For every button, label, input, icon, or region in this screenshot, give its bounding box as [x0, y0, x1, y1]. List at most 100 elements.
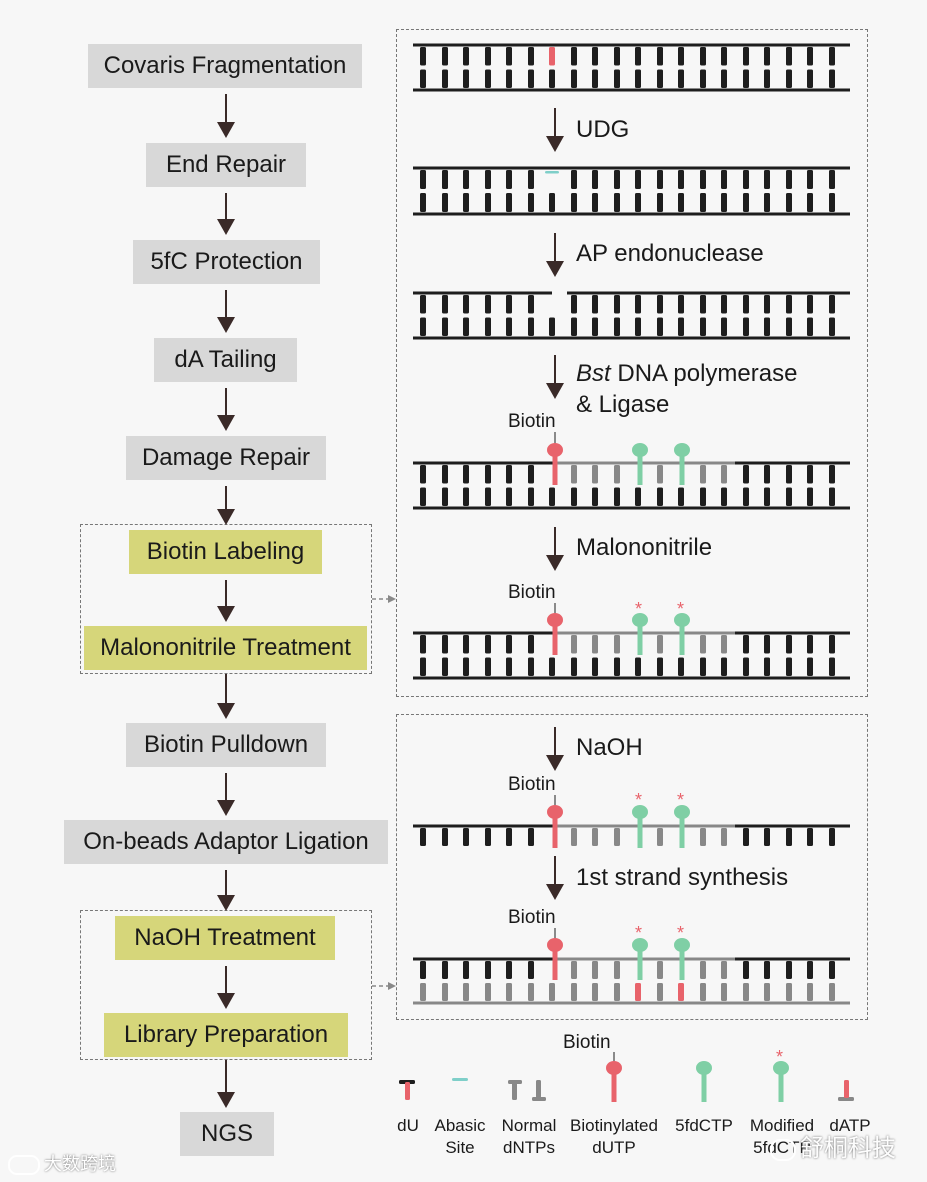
normal-base — [700, 828, 706, 846]
normal-base — [635, 657, 641, 676]
normal-base — [743, 170, 749, 189]
normal-base — [592, 317, 598, 336]
normal-base — [786, 295, 792, 314]
normal-base — [528, 69, 534, 88]
reaction-arrow — [545, 108, 565, 152]
modification-star: * — [635, 923, 642, 943]
normal-base — [700, 657, 706, 676]
normal-base — [571, 317, 577, 336]
legend-biotin-label: Biotin — [563, 1032, 611, 1053]
normal-base — [420, 47, 426, 66]
normal-base — [571, 983, 577, 1001]
normal-base — [786, 983, 792, 1001]
normal-base — [764, 47, 770, 66]
normal-base — [614, 465, 620, 484]
legend-datp-bar — [838, 1097, 854, 1101]
modification-star: * — [635, 790, 642, 810]
normal-base — [528, 983, 534, 1001]
legend-normal-bar — [532, 1097, 546, 1101]
normal-base — [829, 193, 835, 212]
normal-base — [614, 317, 620, 336]
reaction-malononitrile: Malononitrile — [576, 534, 713, 561]
step-library-preparation: Library Preparation — [104, 1013, 348, 1057]
normal-base — [506, 487, 512, 506]
normal-base — [442, 317, 448, 336]
normal-base — [657, 657, 663, 676]
normal-base — [571, 961, 577, 979]
reaction-arrow — [545, 233, 565, 277]
normal-base — [420, 193, 426, 212]
normal-base — [485, 487, 491, 506]
normal-base — [571, 193, 577, 212]
normal-base — [829, 983, 835, 1001]
normal-base — [829, 465, 835, 484]
normal-base — [743, 317, 749, 336]
normal-base — [592, 828, 598, 846]
normal-base — [786, 465, 792, 484]
normal-base — [721, 657, 727, 676]
normal-base — [614, 487, 620, 506]
legend-modified-icon — [773, 1061, 789, 1075]
normal-base — [721, 170, 727, 189]
biotin-dutp — [547, 613, 563, 627]
normal-base — [442, 193, 448, 212]
normal-base — [528, 170, 534, 189]
mechanism-panel-bottom — [396, 714, 868, 1020]
step-on-beads-adaptor-ligation: On-beads Adaptor Ligation — [64, 820, 388, 864]
normal-base — [743, 657, 749, 676]
normal-base — [829, 295, 835, 314]
normal-base — [420, 170, 426, 189]
legend-normal-icon — [536, 1080, 541, 1098]
flow-arrow — [216, 966, 236, 1009]
normal-base — [571, 828, 577, 846]
normal-base — [528, 465, 534, 484]
normal-base — [807, 828, 813, 846]
normal-base — [549, 487, 555, 506]
modified-5fdctp — [632, 938, 648, 952]
normal-base — [721, 193, 727, 212]
normal-base — [442, 983, 448, 1001]
normal-base — [442, 69, 448, 88]
normal-base — [743, 295, 749, 314]
normal-base — [678, 170, 684, 189]
normal-base — [807, 961, 813, 979]
step-biotin-labeling: Biotin Labeling — [129, 530, 322, 574]
normal-base — [485, 657, 491, 676]
normal-base — [506, 465, 512, 484]
normal-base — [614, 295, 620, 314]
normal-base — [442, 47, 448, 66]
normal-base — [721, 47, 727, 66]
normal-base — [420, 961, 426, 979]
normal-base — [592, 983, 598, 1001]
normal-base — [420, 69, 426, 88]
modified-5fdctp — [632, 805, 648, 819]
normal-base — [700, 961, 706, 979]
normal-base — [506, 193, 512, 212]
legend-normal-dntps: Normal dNTPs — [501, 1116, 557, 1157]
flow-arrow — [216, 870, 236, 911]
normal-base — [592, 465, 598, 484]
biotin-label: Biotin — [508, 582, 556, 603]
normal-base — [528, 961, 534, 979]
normal-base — [592, 961, 598, 979]
normal-base — [635, 193, 641, 212]
normal-base — [700, 193, 706, 212]
normal-base — [420, 487, 426, 506]
normal-base — [506, 47, 512, 66]
abasic-site — [545, 171, 559, 174]
normal-base — [442, 170, 448, 189]
normal-base — [657, 961, 663, 979]
normal-base — [528, 828, 534, 846]
normal-base — [700, 69, 706, 88]
reaction-naoh: NaOH — [576, 734, 643, 761]
normal-base — [614, 69, 620, 88]
normal-base — [764, 465, 770, 484]
normal-base — [506, 961, 512, 979]
normal-base — [807, 657, 813, 676]
normal-base — [463, 465, 469, 484]
normal-base — [549, 193, 555, 212]
legend-datp-icon — [844, 1080, 849, 1098]
normal-base — [506, 170, 512, 189]
normal-base — [764, 295, 770, 314]
normal-base — [807, 635, 813, 654]
